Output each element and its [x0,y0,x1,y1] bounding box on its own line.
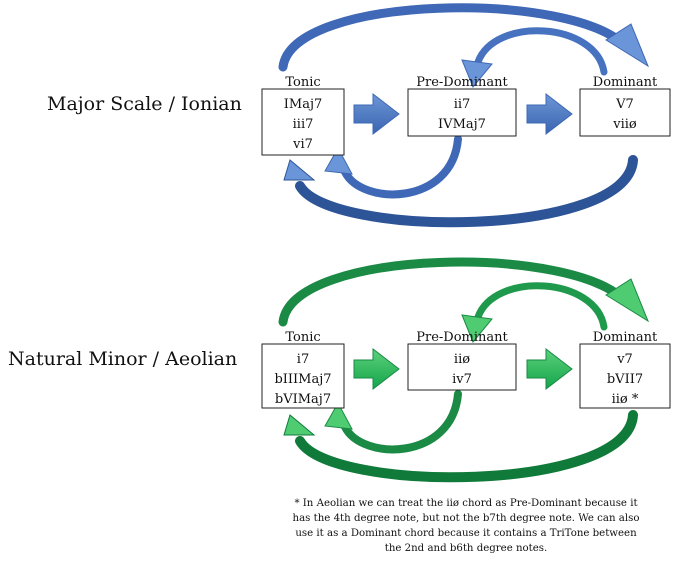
major-dominant-chord: viiø [612,117,637,132]
major-predominant-box [407,88,517,137]
major-predominant-chord: ii7 [454,97,471,112]
minor-tonic-chord: bVIMaj7 [275,392,331,407]
major-row-label: Major Scale / Ionian [47,93,242,115]
minor-tonic-chord: i7 [297,352,309,367]
minor-dominant-chord: iiø * [612,392,639,407]
minor-arc-dominant-to-predominant [461,282,608,343]
major-tonic-chord: iii7 [293,117,314,132]
major-tonic-chord: IMaj7 [284,97,323,112]
footnote-line: use it as a Dominant chord because it co… [295,528,637,539]
major-dominant-box [579,88,671,137]
minor-dominant-box [579,343,671,409]
major-tonic-chord: vi7 [292,137,313,152]
minor-arc-predominant-to-tonic [324,390,462,454]
major-predominant-chord: IVMaj7 [438,117,486,132]
major-arrow-tonic-to-predominant [353,92,400,136]
major-tonic-box [261,88,345,156]
minor-arrow-predominant-to-dominant [526,347,573,391]
minor-dominant-chord: bVII7 [607,372,643,387]
minor-predominant-box [407,343,517,391]
minor-predominant-heading: Pre-Dominant [416,330,508,345]
minor-dominant-heading: Dominant [593,330,658,345]
minor-dominant-chord: v7 [616,352,633,367]
major-arc-predominant-to-tonic [324,135,462,199]
major-dominant-chord: V7 [615,97,634,112]
major-dominant-heading: Dominant [593,75,658,90]
major-predominant-heading: Pre-Dominant [416,75,508,90]
minor-arc-tonic-to-dominant [278,257,650,327]
minor-tonic-chord: bIIIMaj7 [274,372,331,387]
minor-tonic-box [261,343,345,409]
footnote-line: the 2nd and b6th degree notes. [384,543,548,554]
minor-row-label: Natural Minor / Aeolian [8,348,237,370]
minor-predominant-chord: iiø [454,352,470,367]
major-arc-tonic-to-dominant [278,3,650,72]
major-arrow-predominant-to-dominant [526,92,573,136]
major-arc-dominant-to-predominant [461,27,608,88]
minor-arrow-tonic-to-predominant [353,347,400,391]
footnote-line: * In Aeolian we can treat the iiø chord … [294,498,638,509]
major-tonic-heading: Tonic [285,75,320,90]
minor-arc-dominant-to-tonic [283,410,638,483]
footnote-line: has the 4th degree note, but not the b7t… [292,513,640,524]
major-arc-dominant-to-tonic [283,155,638,228]
aeolian-footnote: * In Aeolian we can treat the iiø chord … [262,496,670,556]
minor-predominant-chord: iv7 [452,372,472,387]
minor-tonic-heading: Tonic [285,330,320,345]
